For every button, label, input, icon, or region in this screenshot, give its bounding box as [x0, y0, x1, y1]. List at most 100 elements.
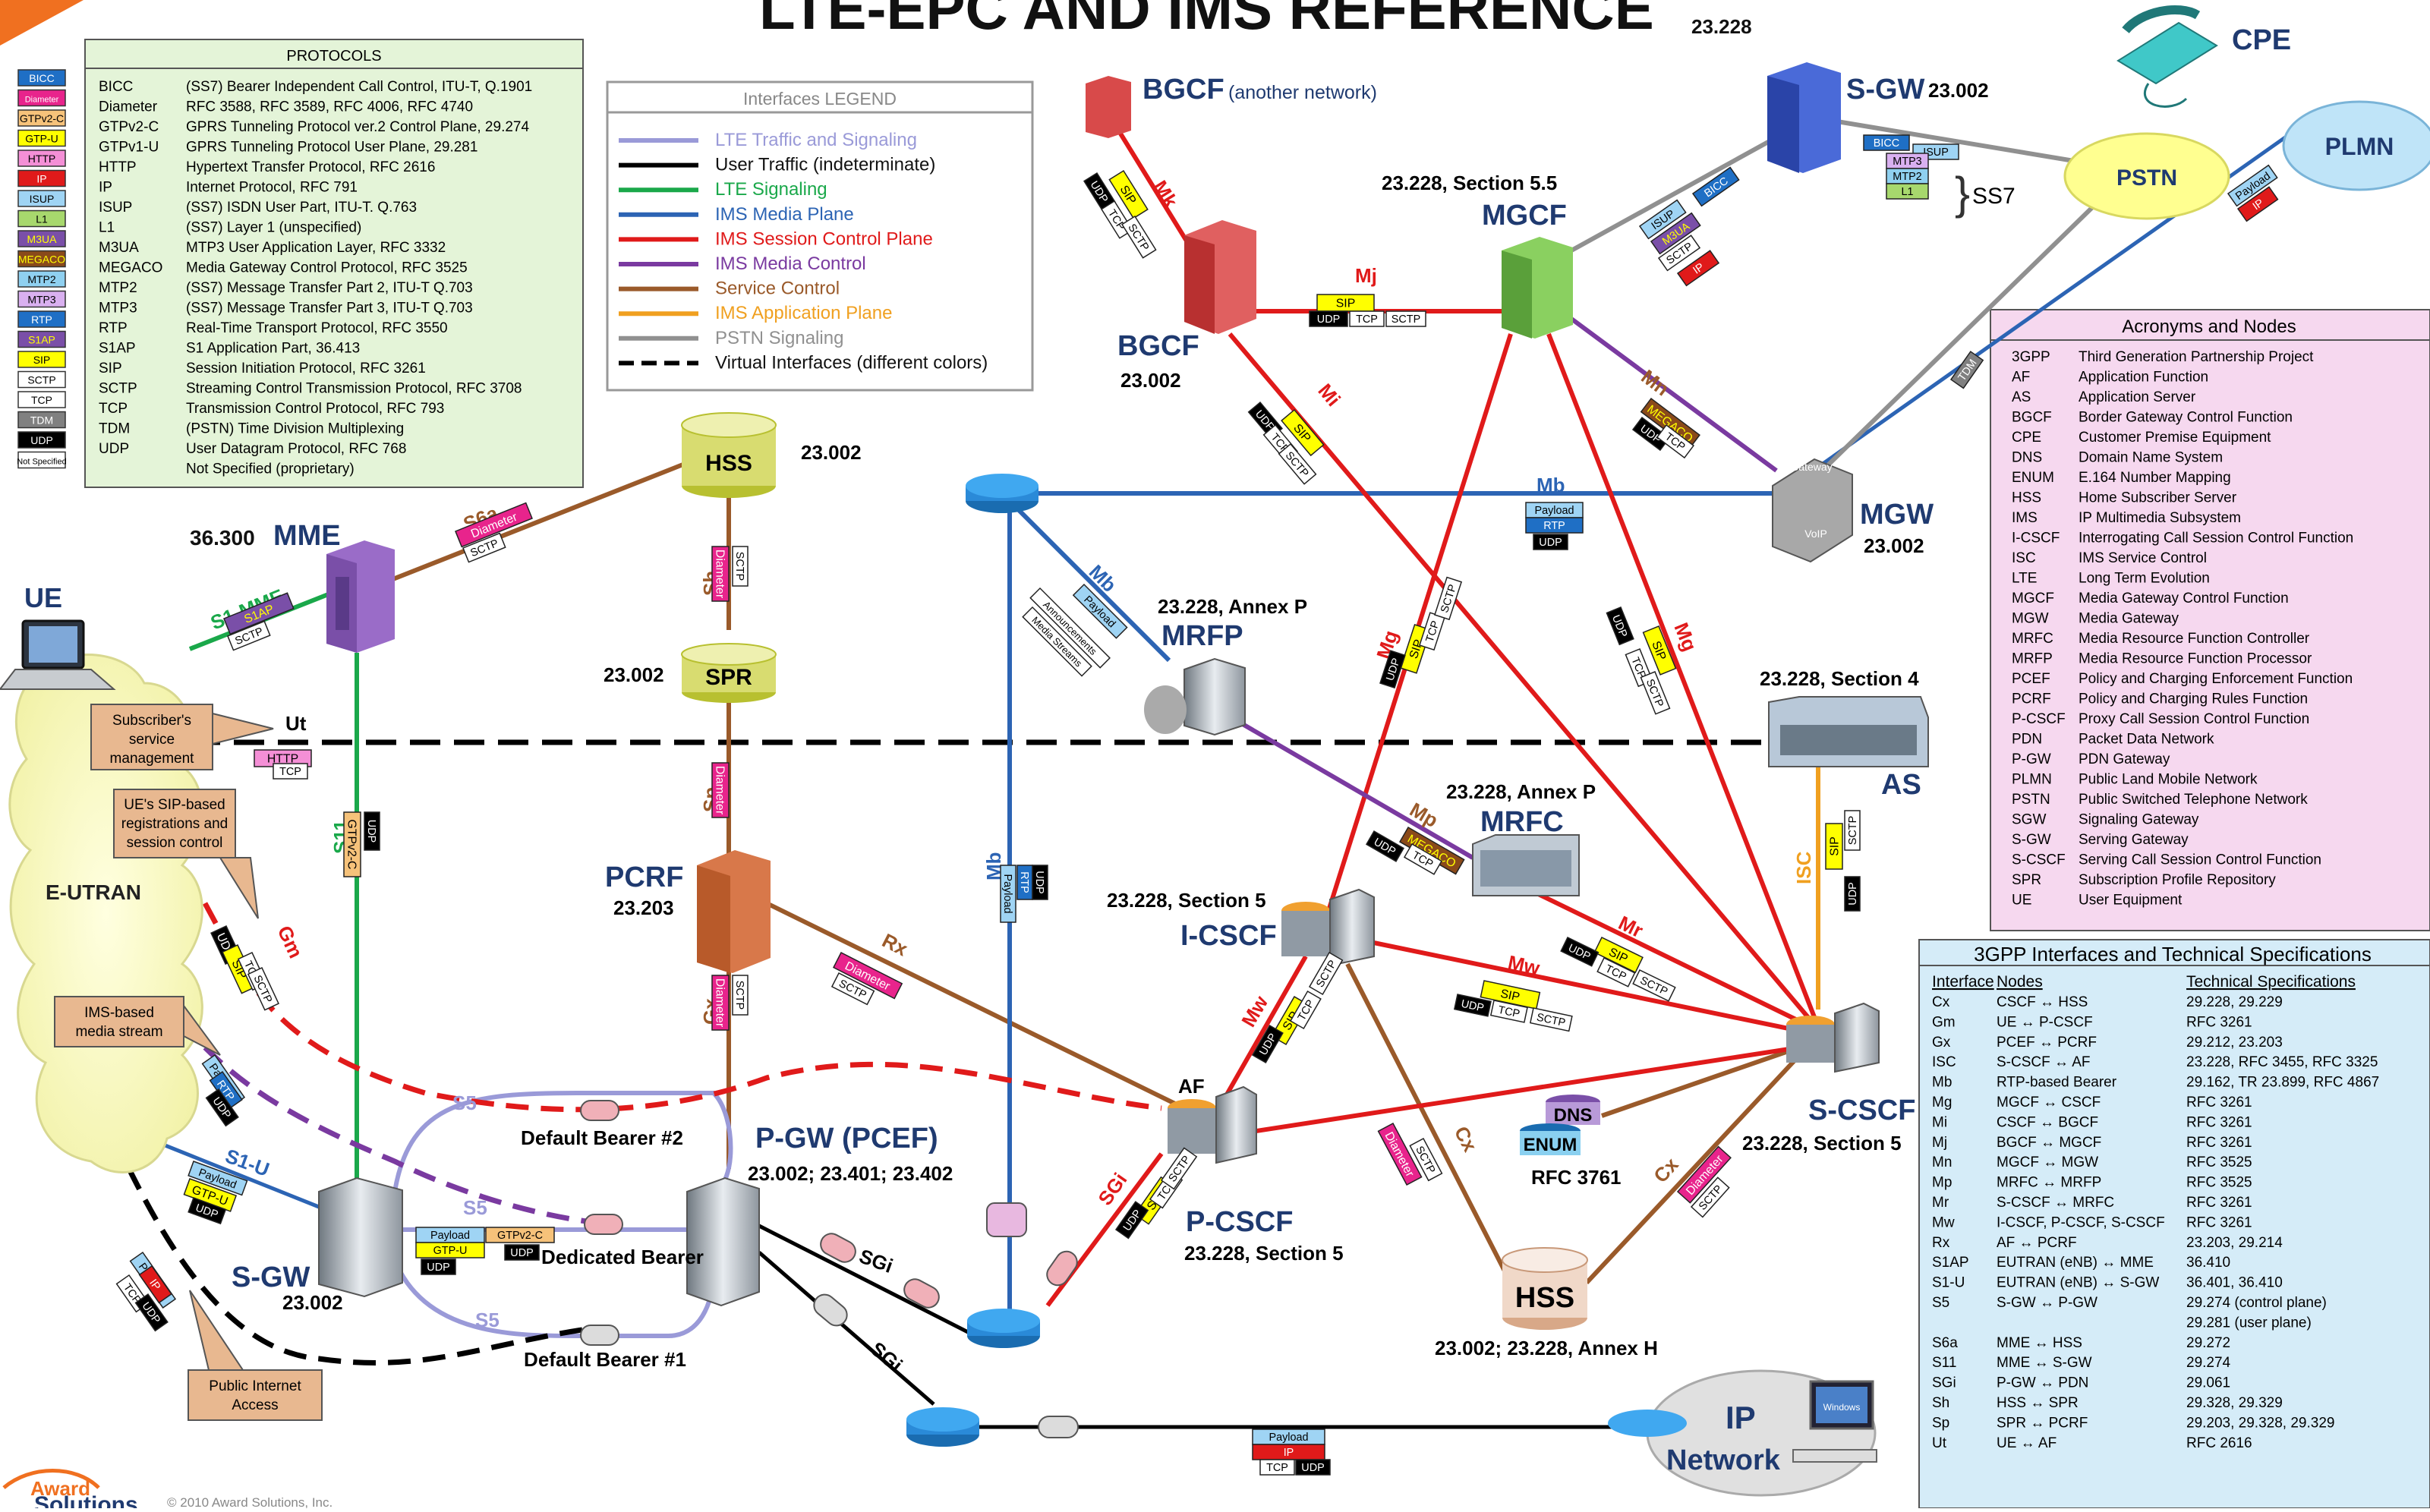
protocol-stack: TCP — [1419, 612, 1445, 651]
protocol-layer — [1631, 416, 1670, 452]
protocol-stack: TCP — [1259, 1459, 1295, 1476]
spec-nodes: MME ↔ S-GW — [1997, 1355, 2092, 1371]
spec-nodes: SPR ↔ PCRF — [1997, 1415, 2088, 1431]
protocol-stack: SCTP — [1844, 810, 1861, 851]
protocol-stack: IP — [138, 1265, 172, 1304]
acronym-desc: Domain Name System — [2079, 450, 2223, 466]
af-label: AF — [1178, 1075, 1205, 1098]
protocol-abbr: BICC — [99, 79, 133, 95]
protocol-stack: SIP — [1825, 823, 1843, 870]
protocol-stack: UDP — [1309, 310, 1348, 327]
sgw-node: S-GW 23.002 — [232, 1177, 403, 1314]
protocol-layer-label: RTP — [1543, 520, 1565, 532]
protocol-layer — [1403, 843, 1442, 875]
media-text: Media — [1151, 673, 1180, 685]
spec-interface: Mg — [1932, 1095, 1952, 1110]
protocol-desc: (SS7) Message Transfer Part 3, ITU-T Q.7… — [186, 301, 473, 317]
protocol-layer — [1529, 1007, 1573, 1032]
acronym-abbr: DNS — [2012, 450, 2042, 466]
spec-interface: Gx — [1932, 1035, 1951, 1051]
protocol-layer — [732, 975, 749, 1016]
dedicated-bearer-label: Dedicated Bearer — [541, 1246, 704, 1268]
protocol-desc: (SS7) Message Transfer Part 2, ITU-T Q.7… — [186, 280, 473, 296]
mrfc-node: 23.228, Annex P MRFC — [1446, 780, 1596, 896]
specs-col-interface: Interface — [1932, 973, 1994, 991]
if-mj: Mj — [1355, 264, 1377, 287]
protocol-swatch: Diameter — [17, 89, 66, 107]
protocol-swatch: M3UA — [17, 230, 66, 247]
spec-interface: Mi — [1932, 1114, 1947, 1130]
if-s5-bottom: S5 — [475, 1309, 500, 1331]
protocol-layer — [1638, 199, 1687, 240]
protocol-stack: SCTP — [732, 546, 749, 587]
protocol-layer — [1160, 1147, 1198, 1190]
page-title: LTE-EPC AND IMS REFERENCE — [759, 0, 1654, 42]
spec-document: 29.272 — [2186, 1335, 2230, 1351]
protocol-stack: MTP3 — [1886, 153, 1929, 169]
protocol-layer-label: SCTP — [733, 552, 745, 581]
protocol-desc: Real-Time Transport Protocol, RFC 3550 — [186, 320, 448, 336]
acronym-desc: Policy and Charging Enforcement Function — [2079, 671, 2353, 687]
acronym-desc: IMS Service Control — [2079, 550, 2207, 566]
mrfp-spec: 23.228, Annex P — [1158, 595, 1307, 618]
protocol-layer — [830, 972, 875, 1006]
protocol-layer-label: GTPv2-C — [345, 820, 358, 870]
pcrf-node: PCRF 23.203 — [605, 850, 771, 973]
protocol-layer — [1349, 310, 1385, 327]
protocol-layer — [1844, 876, 1861, 912]
spec-nodes: PCEF ↔ PCRF — [1997, 1035, 2097, 1051]
mrfp-label: MRFP — [1161, 620, 1243, 652]
corner-decoration — [0, 0, 84, 46]
media-virtual-line — [203, 1045, 593, 1225]
protocol-layer-label: MTP3 — [1893, 156, 1921, 168]
protocol-layer — [134, 1293, 169, 1332]
protocol-layer — [1825, 823, 1843, 870]
protocol-stack: UDP — [1032, 865, 1048, 900]
protocol-stack: UDP — [1533, 534, 1568, 550]
acronym-abbr: PLMN — [2012, 772, 2052, 788]
if-mk: Mk — [1149, 176, 1183, 212]
spec-document: RFC 3261 — [2186, 1135, 2252, 1151]
protocol-desc: RFC 3588, RFC 3589, RFC 4006, RFC 4740 — [186, 99, 473, 115]
protocol-layer-label: UDP — [427, 1262, 449, 1274]
gateway-text: Gateway — [1790, 461, 1832, 473]
acronym-desc: Public Land Mobile Network — [2079, 772, 2258, 788]
protocol-layer — [1656, 424, 1694, 459]
spec-interface: Rx — [1932, 1235, 1950, 1251]
protocol-layer — [1650, 212, 1701, 255]
spec-interface: S6a — [1932, 1335, 1958, 1351]
protocol-swatch-label: Not Specified — [17, 458, 66, 467]
spec-document: 29.203, 29.328, 29.329 — [2186, 1415, 2334, 1431]
protocol-layer-label: SCTP — [1536, 1012, 1567, 1030]
protocol-layer — [1596, 956, 1636, 988]
title-spec: 23.228 — [1691, 15, 1752, 38]
acronym-abbr: ISC — [2012, 550, 2036, 566]
mg-line-2 — [1546, 332, 1817, 1019]
legend-label: IMS Session Control Plane — [715, 228, 933, 249]
spr-spec: 23.002 — [604, 663, 664, 686]
specs-col-nodes: Nodes — [1997, 973, 2043, 991]
spec-nodes: P-GW ↔ PDN — [1997, 1375, 2088, 1391]
mgw-spec: 23.002 — [1864, 534, 1924, 557]
spec-document: 29.281 (user plane) — [2186, 1315, 2312, 1331]
dns-line — [1601, 1045, 1800, 1118]
protocol-desc: (SS7) Layer 1 (unspecified) — [186, 220, 361, 236]
bgcf-other-note: (another network) — [1228, 82, 1377, 103]
protocol-layer-label: ISUP — [1923, 146, 1949, 159]
acronym-desc: Application Server — [2079, 389, 2196, 405]
protocol-layer — [273, 763, 308, 780]
if-gm: Gm — [273, 922, 308, 962]
spec-interface: Cx — [1932, 994, 1950, 1010]
protocol-layer-label: Payload — [1269, 1432, 1308, 1444]
acronym-desc: IP Multimedia Subsystem — [2079, 510, 2241, 526]
protocol-layer-label: TCP — [1497, 1004, 1521, 1021]
as-node: 23.228, Section 4 AS — [1760, 667, 1929, 801]
protocol-layer — [1114, 1201, 1149, 1240]
protocol-layer-label: UDP — [365, 820, 377, 843]
sgw-label: S-GW — [232, 1262, 310, 1293]
footer-copyright: © 2010 Award Solutions, Inc. — [167, 1495, 333, 1508]
protocol-abbr: Diameter — [99, 99, 158, 115]
mgw-node: Gateway VoIP MGW 23.002 — [1772, 458, 1934, 563]
spec-document: 36.401, 36.410 — [2186, 1275, 2283, 1291]
callout-subscriber-line3: management — [110, 751, 195, 767]
